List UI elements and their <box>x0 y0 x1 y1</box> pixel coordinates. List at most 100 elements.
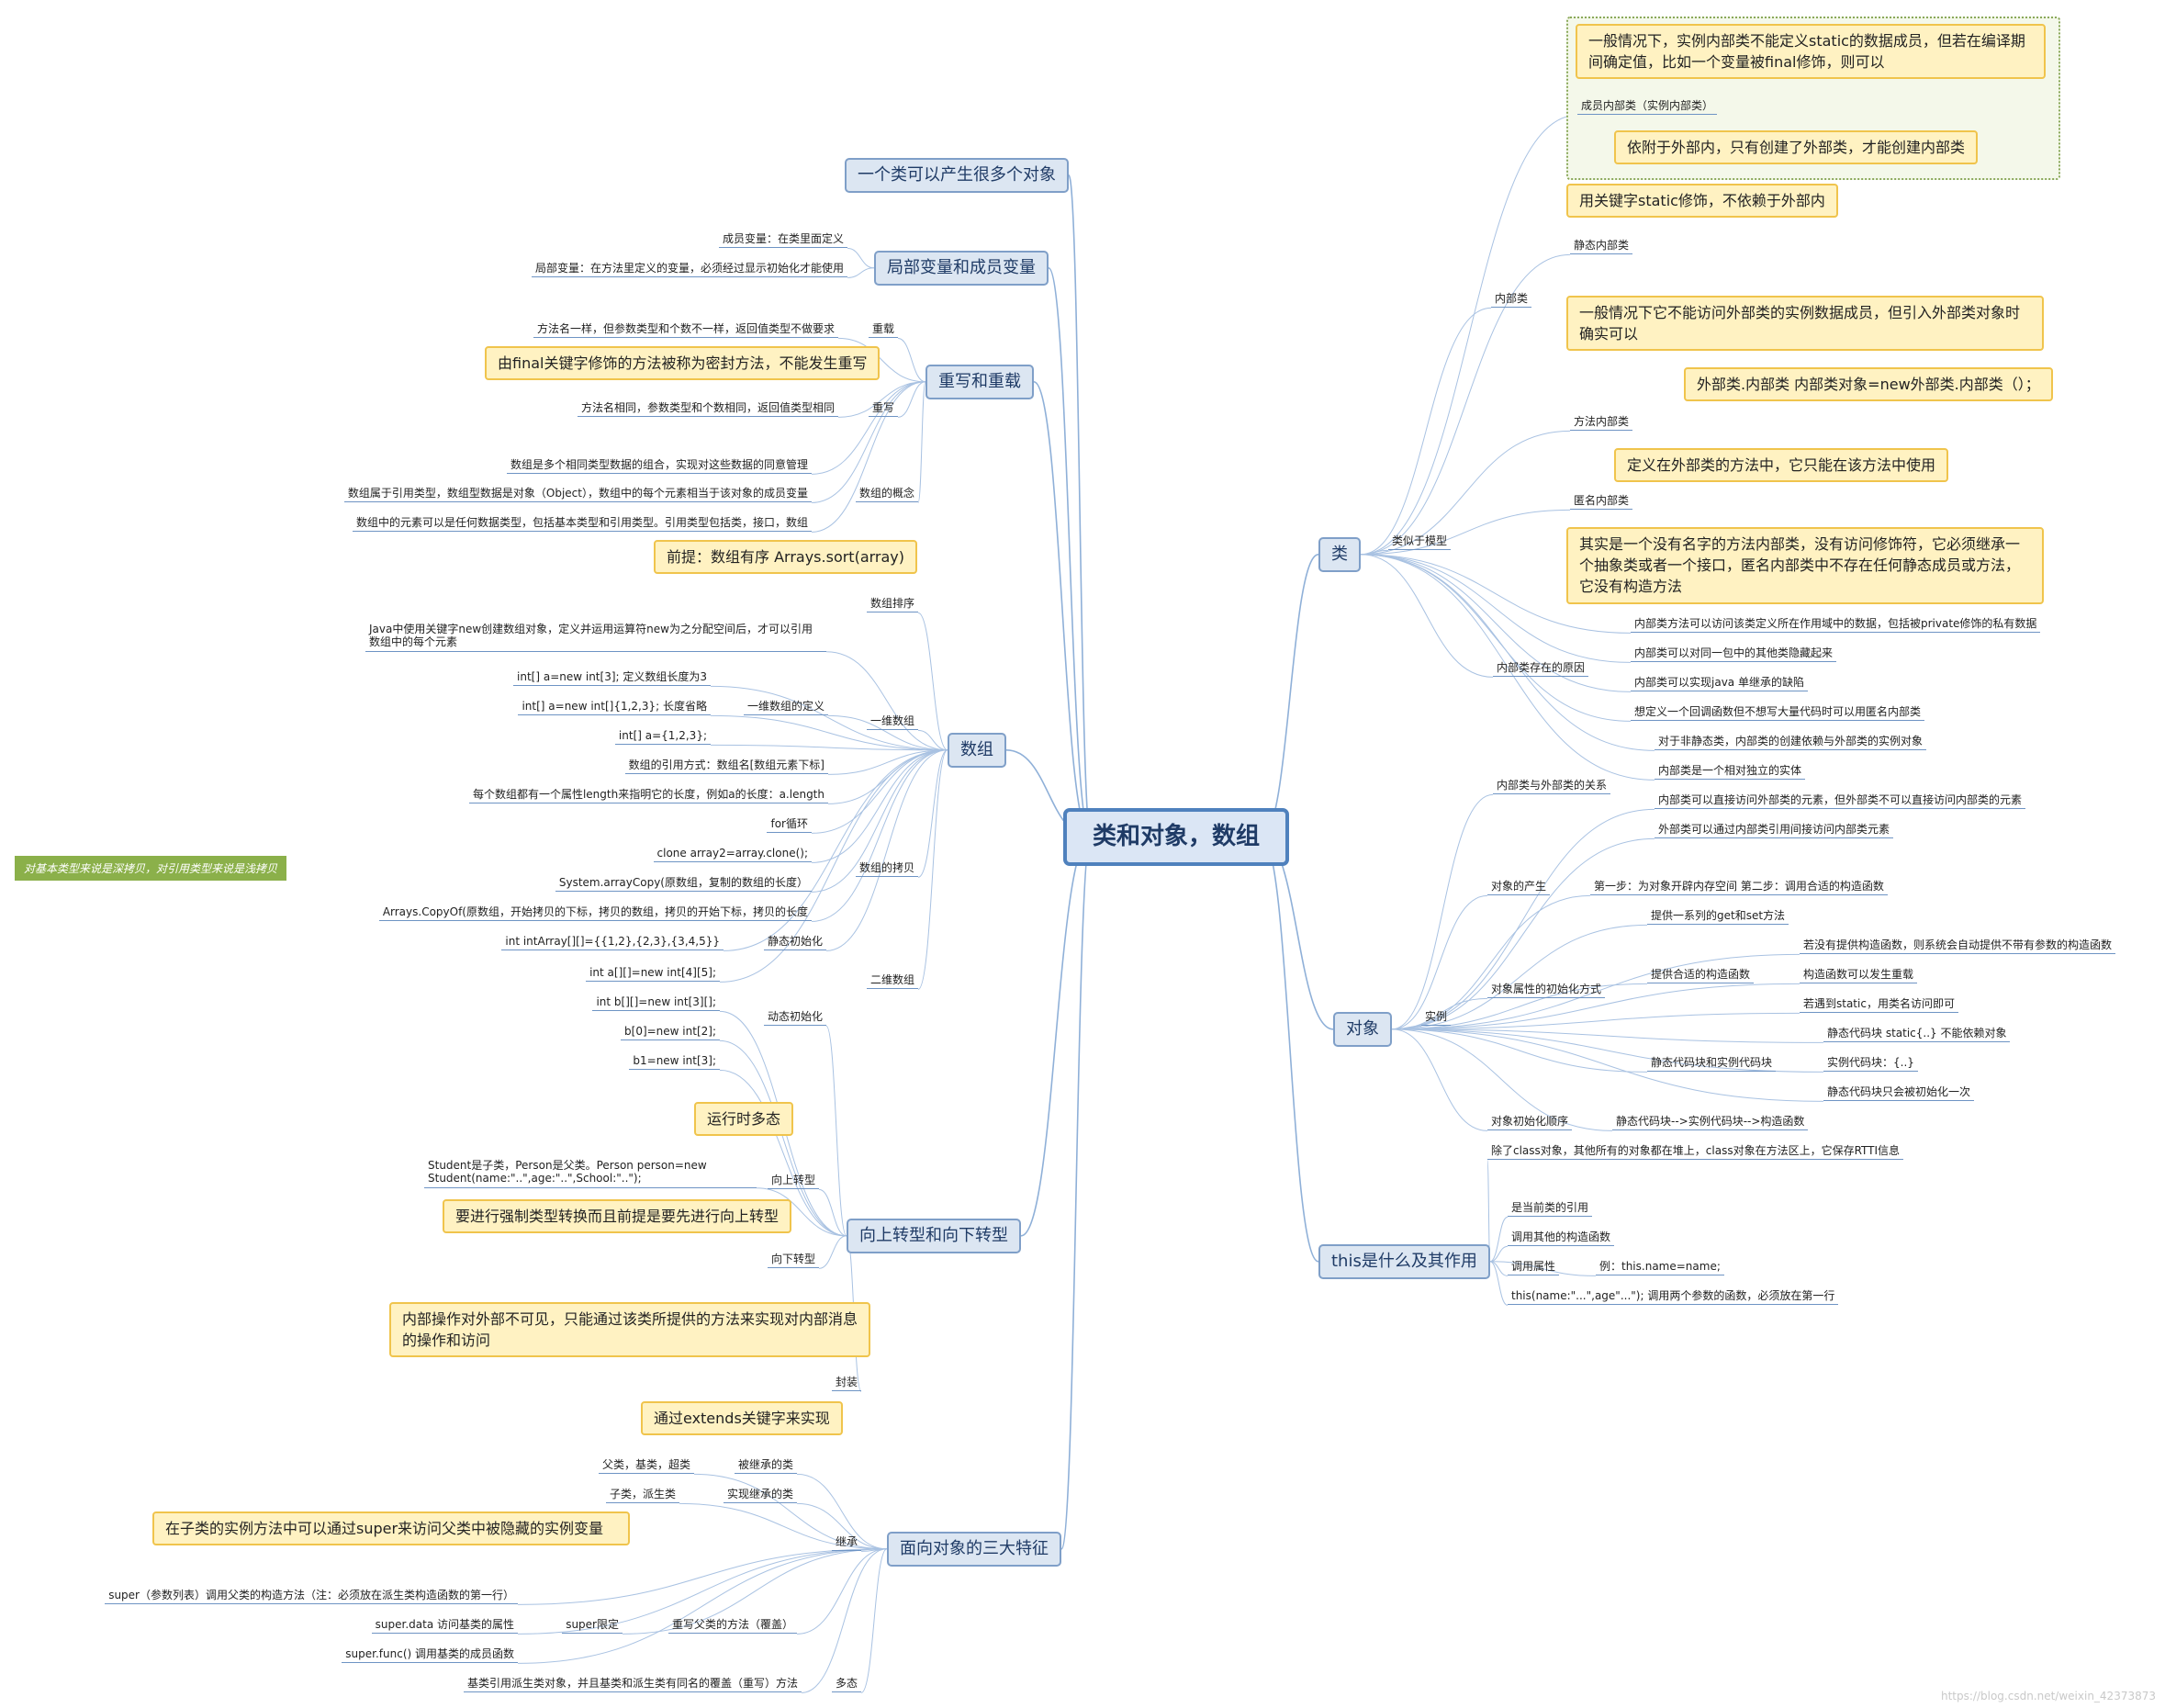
leaf-inherited: 被继承的类 <box>734 1456 797 1475</box>
leaf-poly: 多态 <box>831 1675 861 1693</box>
connector <box>719 1039 847 1237</box>
connector <box>801 1548 888 1693</box>
connector <box>517 1548 888 1664</box>
root-topic[interactable]: 类和对象，数组 <box>1063 808 1290 867</box>
connector <box>811 749 948 922</box>
topic-override[interactable]: 重写和重载 <box>925 365 1034 399</box>
note-force-cast: 要进行强制类型转换而且前提是要先进行向上转型 <box>443 1199 792 1234</box>
leaf-implementing-desc: 子类，派生类 <box>605 1486 679 1504</box>
leaf-copy-3: System.arrayCopy(原数组，复制的数组的长度） <box>555 874 812 893</box>
connector <box>719 1069 847 1237</box>
leaf-poly-desc: 基类引用派生类对象，并且基类和派生类有同名的覆盖（重写）方法 <box>463 1675 802 1693</box>
leaf-rewrite: 重写 <box>868 399 898 418</box>
leaf-def-2: int[] a=new int[]{1,2,3}; 长度省略 <box>518 698 711 716</box>
leaf-rel-3: 内部类可以直接访问外部类的元素，但外部类不可以直接访问内部类的元素 <box>1655 792 2026 810</box>
connector <box>1391 894 1591 1030</box>
connector <box>811 381 926 503</box>
topic-cast[interactable]: 向上转型和向下转型 <box>847 1219 1021 1253</box>
note-copy-depth: 对基本类型来说是深拷贝，对引用类型来说是浅拷贝 <box>15 856 287 881</box>
leaf-model: 类似于模型 <box>1388 533 1452 551</box>
connector <box>827 714 948 751</box>
note-extends: 通过extends关键字来实现 <box>641 1401 843 1436</box>
connector <box>1360 554 1632 634</box>
leaf-super-limit: super限定 <box>562 1616 623 1635</box>
leaf-di-1: int a[][]=new int[4][5]; <box>586 964 720 983</box>
leaf-reason-4: 想定义一个回调函数但不想写大量代码时可以用匿名内部类 <box>1631 703 1925 722</box>
note-final: 由final关键字修饰的方法被称为密封方法，不能发生重写 <box>485 346 881 381</box>
topic-vars[interactable]: 局部变量和成员变量 <box>874 251 1049 286</box>
connector <box>1391 924 1648 1030</box>
leaf-two-dim: 二维数组 <box>866 972 918 990</box>
connector <box>1391 1028 1613 1131</box>
leaf-di-2: int b[][]=new int[3][]; <box>592 994 720 1012</box>
connector <box>796 1473 888 1550</box>
connector <box>1391 953 1800 1030</box>
topic-class[interactable]: 类 <box>1318 537 1361 572</box>
leaf-static-init: 静态初始化 <box>763 933 826 951</box>
leaf-di-3: b[0]=new int[2]; <box>621 1023 720 1041</box>
note-static-syntax: 外部类.内部类 内部类对象=new外部类.内部类（）； <box>1684 367 2053 402</box>
connector <box>847 247 875 269</box>
connector <box>1261 836 1319 1263</box>
connector <box>818 1188 847 1237</box>
leaf-birth-desc: 第一步：为对象开辟内存空间 第二步：调用合适的构造函数 <box>1590 878 1888 896</box>
leaf-this-3-desc: 例：this.name=name; <box>1596 1258 1724 1276</box>
leaf-rel-2: 内部类是一个相对独立的实体 <box>1655 762 1806 781</box>
connector <box>1489 1216 1509 1263</box>
leaf-reason-1: 内部类方法可以访问该类定义所在作用域中的数据，包括被private修饰的私有数据 <box>1631 615 2041 634</box>
leaf-relation: 内部类与外部类的关系 <box>1493 777 1611 795</box>
topic-object[interactable]: 对象 <box>1333 1012 1392 1047</box>
leaf-array-def: 一维数组的定义 <box>743 698 828 716</box>
connector <box>1360 114 1578 556</box>
leaf-overload: 重载 <box>868 320 898 339</box>
leaf-one-dim-intro: Java中使用关键字new创建数组对象，定义并运用运算符new为之分配空间后，才… <box>365 621 826 652</box>
connector <box>1068 174 1092 838</box>
watermark: https://blog.csdn.net/weixin_42373873 <box>1940 1690 2156 1702</box>
connector <box>811 381 926 475</box>
connector <box>825 749 948 951</box>
leaf-encap: 封装 <box>831 1374 861 1392</box>
leaf-inherit: 继承 <box>831 1534 861 1552</box>
leaf-one-dim: 一维数组 <box>866 713 918 731</box>
connector <box>517 1548 888 1635</box>
note-runtime-poly: 运行时多态 <box>694 1102 794 1137</box>
connector <box>710 685 948 751</box>
leaf-overload-desc: 方法名一样，但参数类型和个数不一样，返回值类型不做要求 <box>533 320 838 339</box>
topic-one-class[interactable]: 一个类可以产生很多个对象 <box>845 158 1069 193</box>
topic-oop[interactable]: 面向对象的三大特征 <box>887 1532 1061 1567</box>
leaf-heap: 除了class对象，其他所有的对象都在堆上，class对象在方法区上，它保存RT… <box>1487 1142 1904 1161</box>
leaf-concept-2: 数组属于引用类型，数组型数据是对象（Object），数组中的每个元素相当于该对象… <box>343 485 812 503</box>
connector <box>719 749 948 983</box>
leaf-concept-3: 数组中的元素可以是任何数据类型，包括基本类型和引用类型。引用类型包括类，接口，数… <box>352 514 812 533</box>
leaf-dyn-init: 动态初始化 <box>763 1008 826 1027</box>
connector <box>796 1548 888 1635</box>
leaf-ctor-2: 构造函数可以发生重载 <box>1800 966 1918 984</box>
leaf-reason-3: 内部类可以实现java 单继承的缺陷 <box>1631 674 1808 692</box>
connector <box>825 651 948 751</box>
connector <box>1391 1028 1648 1073</box>
leaf-upcast: 向上转型 <box>767 1172 819 1190</box>
leaf-array-sort: 数组排序 <box>866 595 918 613</box>
connector <box>827 749 948 775</box>
connector <box>679 1502 888 1550</box>
connector <box>756 1187 847 1237</box>
connector <box>1391 1012 1800 1030</box>
topic-this[interactable]: this是什么及其作用 <box>1318 1244 1490 1279</box>
connector <box>723 749 948 951</box>
leaf-this-4: this(name:"...",age"..."); 调用两个参数的函数，必须放… <box>1508 1287 1839 1306</box>
connector <box>796 1502 888 1550</box>
leaf-order: 对象初始化顺序 <box>1487 1113 1573 1131</box>
leaf-copy-2: clone array2=array.clone(); <box>653 845 812 863</box>
connector <box>1391 793 1494 1030</box>
connector <box>1391 997 1488 1030</box>
note-anon-inner: 其实是一个没有名字的方法内部类，没有访问修饰符，它必须继承一个抽象类或者一个接口… <box>1566 527 2044 604</box>
connector <box>1489 1261 1597 1276</box>
leaf-inner: 内部类 <box>1491 290 1532 309</box>
leaf-local-var: 局部变量：在方法里定义的变量，必须经过显示初始化才能使用 <box>531 260 847 278</box>
leaf-birth: 对象的产生 <box>1487 878 1551 896</box>
topic-array[interactable]: 数组 <box>948 733 1006 768</box>
leaf-blocks: 静态代码块和实例代码块 <box>1647 1054 1777 1073</box>
leaf-implementing: 实现继承的类 <box>723 1486 797 1504</box>
leaf-rewrite-desc: 方法名相同，参数类型和个数相同，返回值类型相同 <box>577 399 838 418</box>
